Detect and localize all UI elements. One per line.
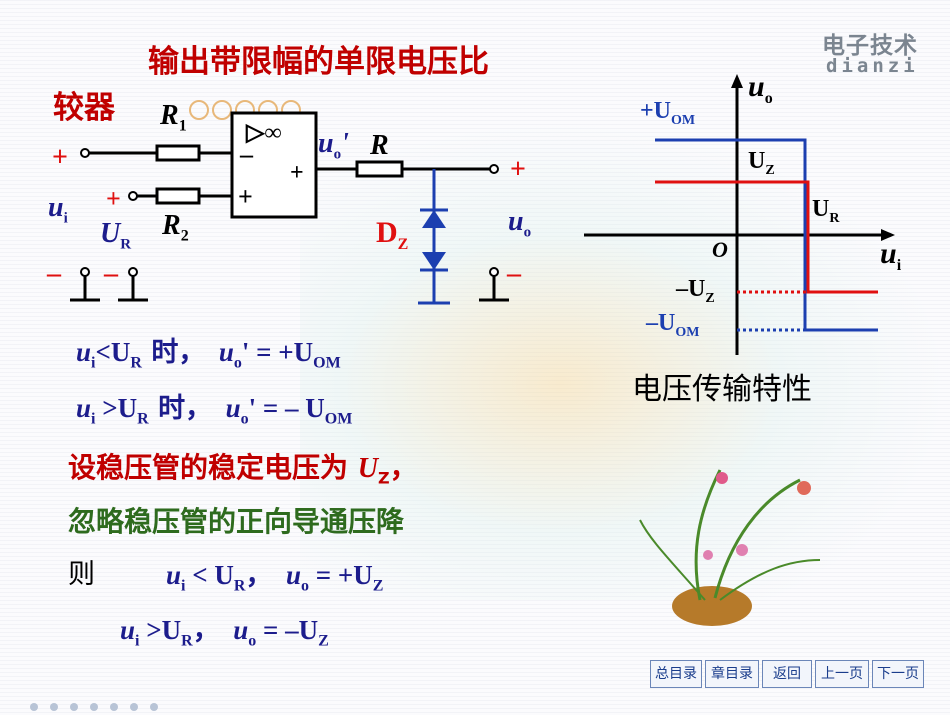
opamp-inverting: – bbox=[240, 140, 253, 169]
graph-minus-uom: –UOM bbox=[646, 310, 700, 340]
graph-y-label: uo bbox=[748, 70, 773, 107]
opamp-box bbox=[230, 111, 318, 219]
decor-dots bbox=[30, 696, 170, 715]
ur-plus-sign: + bbox=[106, 184, 121, 213]
equation-line-1: ui<UR 时， uo' = +UOM bbox=[76, 337, 341, 372]
uo-label: uo bbox=[508, 206, 532, 241]
nav-chapter-toc-button[interactable]: 章目录 bbox=[705, 660, 759, 688]
output-plus-sign: + bbox=[510, 154, 526, 185]
opamp-output-sign: + bbox=[290, 160, 304, 186]
note-zener-voltage: 设稳压管的稳定电压为 UZ， bbox=[68, 451, 418, 488]
zener-lower bbox=[422, 252, 446, 270]
equation-line-2: ui >UR 时， uo' = – UOM bbox=[76, 393, 353, 428]
graph-uz: UZ bbox=[748, 148, 775, 178]
orchid-decoration bbox=[639, 469, 821, 626]
slide-title: 输出带限幅的单限电压比 bbox=[148, 44, 489, 80]
graph-ur: UR bbox=[812, 196, 840, 226]
uo-prime-label: uo' bbox=[318, 128, 349, 163]
background-glow bbox=[300, 120, 950, 600]
graph-origin: O bbox=[712, 237, 728, 262]
nav-back-button[interactable]: 返回 bbox=[762, 660, 812, 688]
opamp-noninverting: + bbox=[238, 182, 253, 211]
then-label: 则 bbox=[68, 559, 95, 590]
input-minus-sign: – bbox=[47, 258, 61, 289]
nav-main-toc-button[interactable]: 总目录 bbox=[650, 660, 702, 688]
input-plus-sign: + bbox=[52, 142, 68, 173]
ui-label: ui bbox=[48, 192, 68, 227]
zener-upper bbox=[422, 210, 446, 228]
graph-caption: 电压传输特性 bbox=[632, 372, 812, 407]
ur-label: UR bbox=[100, 218, 132, 253]
equation-line-3: ui < UR， uo = +UZ bbox=[166, 560, 384, 595]
slide-title-cont: 较器 bbox=[53, 90, 115, 126]
resistor-r2 bbox=[155, 187, 201, 205]
dz-label: DZ bbox=[376, 216, 409, 253]
graph-x-label: ui bbox=[880, 237, 902, 274]
equation-line-4: ui >UR， uo = –UZ bbox=[120, 615, 329, 650]
nav-next-button[interactable]: 下一页 bbox=[872, 660, 924, 688]
brand-logo-cn: 电子技术 bbox=[822, 33, 918, 59]
output-minus-sign: – bbox=[507, 258, 521, 289]
graph-minus-uz: –UZ bbox=[676, 276, 715, 306]
graph-plus-uom: +UOM bbox=[640, 98, 696, 128]
r-label: R bbox=[370, 130, 389, 161]
resistor-r bbox=[355, 160, 404, 178]
nav-prev-button[interactable]: 上一页 bbox=[815, 660, 869, 688]
r1-label: R1 bbox=[160, 100, 187, 135]
transfer-graph bbox=[584, 74, 895, 355]
opamp-symbol: ▷∞ bbox=[246, 120, 282, 146]
resistor-r1 bbox=[155, 144, 201, 162]
ur-minus-sign: – bbox=[104, 258, 118, 289]
note-ignore-forward-drop: 忽略稳压管的正向导通压降 bbox=[68, 505, 405, 538]
r2-label: R2 bbox=[162, 210, 189, 245]
brand-logo-en: dianzi bbox=[826, 55, 919, 77]
